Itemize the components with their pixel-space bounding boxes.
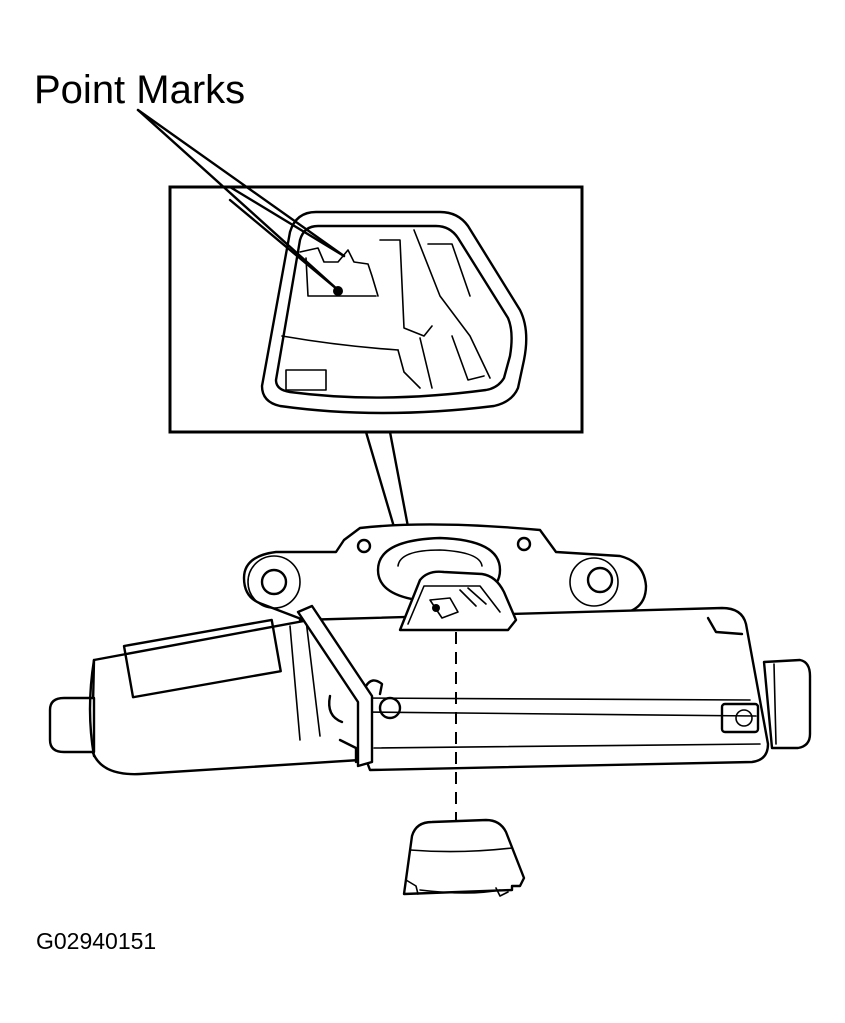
point-marks-label: Point Marks	[34, 68, 246, 112]
protective-cap	[402, 818, 526, 897]
figure-code: G02940151	[36, 928, 157, 954]
point-mark-dot	[333, 286, 343, 296]
regulator-motor-body	[298, 606, 812, 772]
point-marks-leaders	[136, 108, 346, 292]
cap-on-housing	[398, 570, 518, 632]
motor-can	[48, 604, 402, 776]
detail-inset	[168, 185, 584, 434]
